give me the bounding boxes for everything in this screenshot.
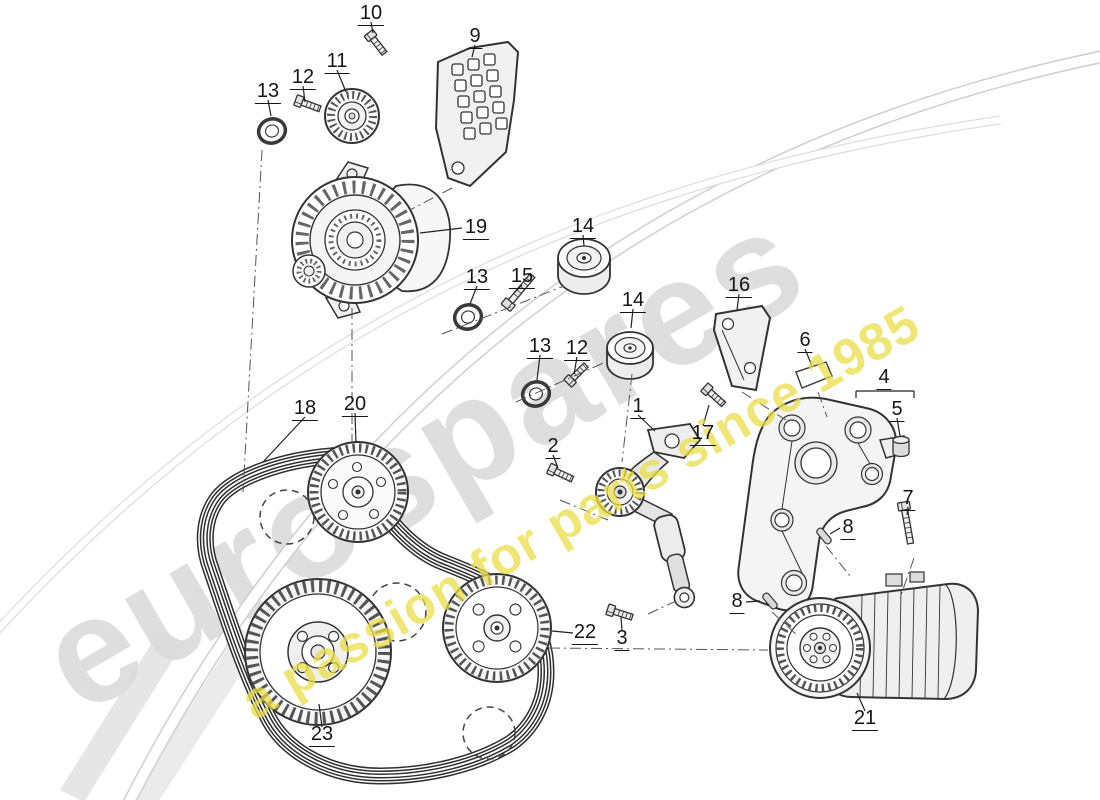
part-12-bolt-b	[563, 360, 591, 388]
part-21-compressor	[769, 571, 980, 701]
callout-13-c: 13	[526, 335, 554, 359]
part-9-bracket	[434, 40, 520, 188]
callout-2: 2	[545, 435, 561, 459]
callout-20: 20	[341, 393, 369, 417]
part-23-crankshaft-pulley	[244, 578, 392, 726]
part-1-belt-tensioner	[595, 423, 702, 609]
part-4-support-bracket	[737, 396, 909, 612]
part-14-roller-b	[606, 331, 654, 380]
callout-6: 6	[797, 329, 813, 353]
callout-18: 18	[291, 397, 319, 421]
part-12-bolt-a	[293, 94, 323, 115]
part-14-roller-a	[557, 238, 611, 295]
part-13-washer-a	[256, 117, 288, 145]
callout-3: 3	[614, 627, 630, 651]
callout-4: 4	[876, 366, 892, 390]
part-10-bolt	[363, 28, 390, 58]
callout-23: 23	[308, 723, 336, 747]
callout-15: 15	[508, 265, 536, 289]
callout-13-a: 13	[254, 80, 282, 104]
callout-12-a: 12	[289, 66, 317, 90]
callout-16: 16	[725, 274, 753, 298]
part-11-pulley	[324, 88, 380, 144]
callout-7: 7	[900, 487, 916, 511]
callout-12-b: 12	[563, 337, 591, 361]
part-8-pin-b	[762, 592, 778, 610]
callout-22: 22	[571, 621, 599, 645]
callout-8-a: 8	[840, 516, 856, 540]
part-22-pulley	[442, 573, 552, 683]
callout-11: 11	[324, 50, 350, 74]
background-swoosh	[0, 50, 1100, 800]
reference-axis-lines	[242, 149, 915, 651]
callout-21: 21	[851, 707, 879, 731]
callout-10: 10	[357, 2, 385, 26]
part-20-pulley	[307, 441, 409, 543]
part-8-pin-a	[816, 527, 832, 545]
callout-14-b: 14	[619, 289, 647, 313]
callout-19: 19	[462, 216, 490, 240]
callout-1: 1	[630, 395, 646, 419]
callout-14-a: 14	[569, 215, 597, 239]
callout-leader-lines	[262, 21, 909, 728]
part-13-washer-c	[520, 380, 552, 408]
callout-17: 17	[689, 422, 717, 446]
part-5-bushing	[892, 435, 910, 458]
part-3-bolt	[605, 603, 635, 624]
callout-13-b: 13	[463, 266, 491, 290]
part-16-bracket	[712, 304, 772, 392]
part-19-alternator	[291, 161, 451, 319]
callout-5: 5	[889, 398, 905, 422]
part-6-shim	[795, 361, 833, 389]
part-2-bolt	[545, 462, 576, 485]
callout-9: 9	[467, 25, 483, 49]
callout-8-b: 8	[729, 590, 745, 614]
dimension-line-part-4	[855, 390, 915, 398]
